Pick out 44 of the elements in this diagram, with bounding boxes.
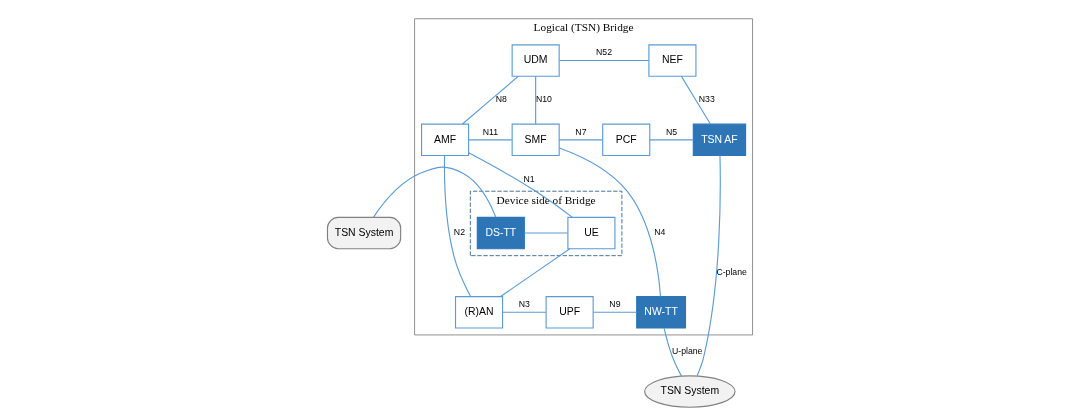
edge-label: N9 <box>608 299 620 310</box>
connector <box>592 311 637 313</box>
node-box: NW-TT <box>635 296 686 329</box>
connector <box>648 139 694 141</box>
edge-label: N1 <box>523 173 535 184</box>
edge-label: N33 <box>698 94 715 105</box>
edge-label: N3 <box>518 299 530 310</box>
node-box: TSN System <box>326 216 401 250</box>
node-box: (R)AN <box>454 296 503 329</box>
edge-label: N5 <box>665 126 677 137</box>
connector <box>372 166 496 218</box>
node-box: SMF <box>511 123 560 157</box>
node-box: UE <box>566 216 615 250</box>
node-box: PCF <box>601 123 650 157</box>
node-box: NEF <box>647 44 696 77</box>
connector <box>499 248 570 298</box>
connector <box>663 327 682 377</box>
connector <box>461 75 519 125</box>
node-box: UPF <box>545 296 594 329</box>
edge-label: N4 <box>653 227 665 238</box>
edge-label: N10 <box>535 94 552 105</box>
connector <box>467 152 573 218</box>
connector <box>443 155 471 298</box>
node-box: TSN AF <box>692 123 746 157</box>
connector <box>558 147 661 298</box>
node-box: UDM <box>511 44 560 77</box>
connector <box>680 75 711 125</box>
connector <box>501 311 546 313</box>
node-box: AMF <box>420 123 469 157</box>
edge-label: U-plane <box>671 346 702 357</box>
connector <box>534 75 536 125</box>
node-box: DS-TT <box>476 216 525 250</box>
node-ellipse: TSN System <box>643 375 736 408</box>
connector <box>558 60 649 62</box>
connector <box>467 139 512 141</box>
edge-label: N2 <box>453 227 465 238</box>
connector <box>696 155 721 377</box>
connector <box>523 232 568 234</box>
edge-label: C-plane <box>715 266 747 277</box>
edge-label: N11 <box>482 126 498 137</box>
edge-label: N52 <box>595 47 612 58</box>
edge-label: N8 <box>495 94 507 105</box>
connector <box>558 139 603 141</box>
edge-label: N7 <box>574 126 587 137</box>
